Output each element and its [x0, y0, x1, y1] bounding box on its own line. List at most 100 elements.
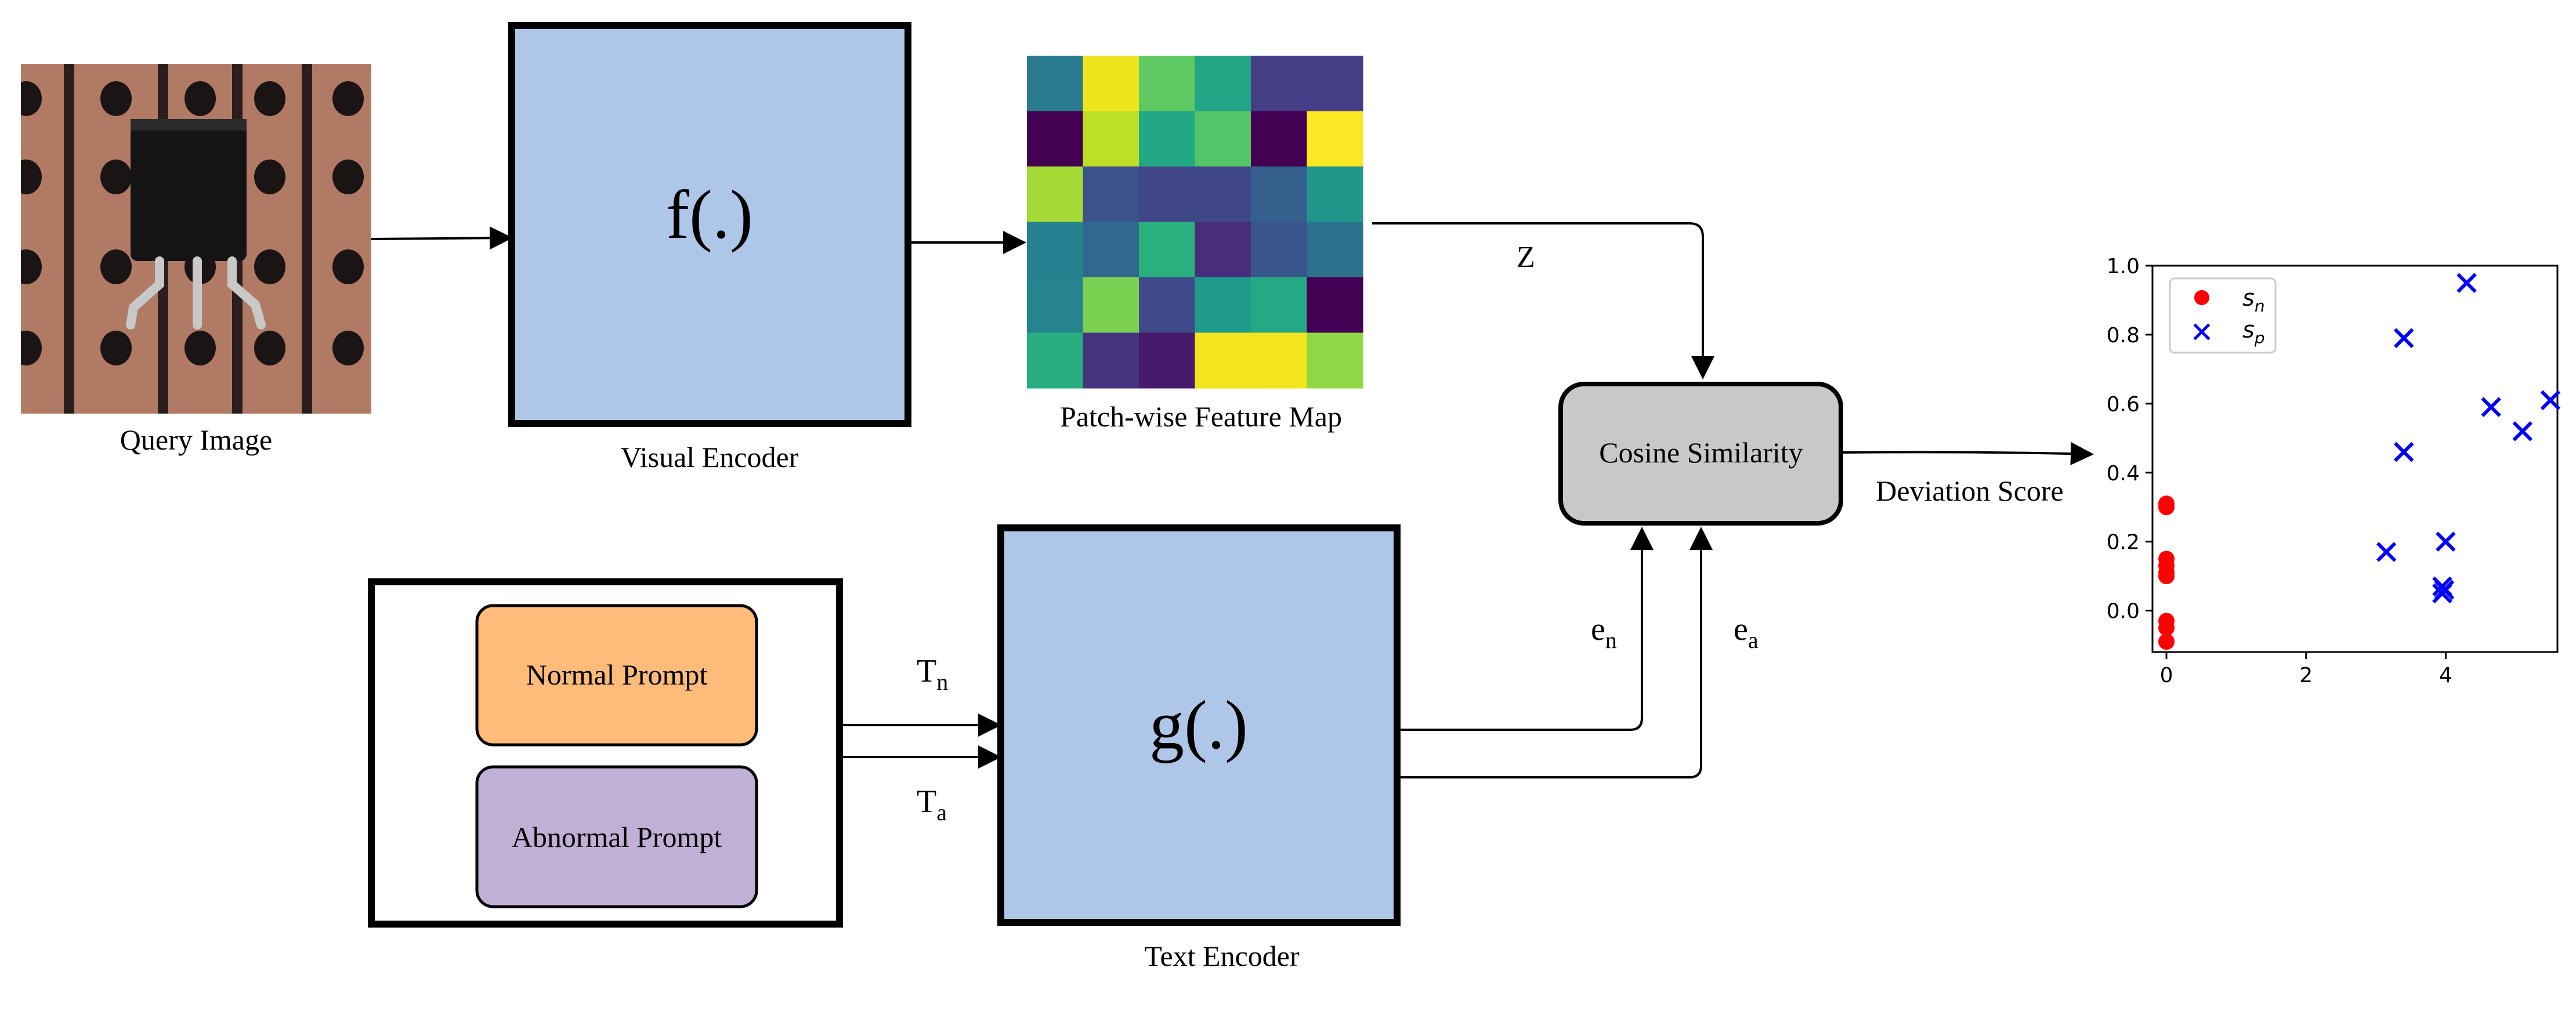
- board-hole-1-0: [21, 160, 42, 194]
- feature-cell-2-2: [1139, 166, 1196, 223]
- feature-cell-4-3: [1195, 277, 1251, 334]
- x-tick-label: 4: [2439, 664, 2452, 687]
- y-tick-label: 0.8: [2107, 324, 2140, 347]
- board-hole-3-1: [100, 331, 132, 365]
- arrow-en-to-cosine: [1397, 527, 1654, 731]
- point-s_p-1: [2393, 328, 2414, 349]
- point-s_n-8: [2158, 633, 2175, 650]
- legend-label-sn: sn: [2242, 285, 2265, 316]
- board-hole-3-3: [254, 331, 285, 365]
- abnormal-prompt-label: Abnormal Prompt: [512, 821, 722, 853]
- visual-encoder-box: [508, 22, 911, 427]
- feature-cell-3-3: [1195, 222, 1251, 278]
- feature-cell-1-4: [1251, 111, 1308, 167]
- z-label: Z: [1517, 241, 1535, 274]
- board-hole-0-4: [332, 81, 364, 116]
- point-s_p-6: [2436, 531, 2456, 552]
- board-hole-1-1: [100, 160, 132, 194]
- arrow-query-to-encoder: [371, 226, 513, 250]
- scatter-plot: 0 2 4 0.0 0.2 0.4 0.6 0.8 1.0 sn sp: [2107, 255, 2561, 687]
- cosine-similarity-box: [1558, 382, 1843, 526]
- legend-label-sp: sp: [2242, 317, 2265, 347]
- point-s_p-3: [2481, 397, 2501, 418]
- feature-cell-0-2: [1139, 56, 1196, 112]
- query-image-label: Query Image: [120, 423, 272, 456]
- plot-legend: sn sp: [2169, 277, 2277, 354]
- feature-cell-3-0: [1027, 222, 1084, 278]
- y-tick-label: 1.0: [2107, 255, 2140, 278]
- normal-prompt-label: Normal Prompt: [526, 658, 708, 691]
- transistor-body: [131, 119, 247, 261]
- board-hole-3-2: [184, 331, 216, 365]
- feature-map-label: Patch-wise Feature Map: [1060, 400, 1342, 433]
- text-encoder-function: g(.): [1149, 686, 1248, 763]
- board-hole-3-4: [332, 331, 364, 365]
- tn-label: Tn: [917, 653, 948, 695]
- legend-marker-sp: [2193, 323, 2210, 341]
- board-hole-2-0: [21, 249, 42, 284]
- feature-cell-4-0: [1027, 277, 1084, 334]
- plot-marks: [2158, 273, 2561, 650]
- feature-cell-3-4: [1251, 222, 1308, 278]
- feature-cell-3-5: [1307, 222, 1363, 278]
- feature-cell-5-1: [1083, 332, 1139, 389]
- feature-cell-5-3: [1195, 332, 1251, 389]
- point-s_p-0: [2456, 273, 2477, 293]
- feature-cell-5-2: [1139, 332, 1196, 389]
- feature-cell-0-0: [1027, 56, 1084, 112]
- feature-cell-4-4: [1251, 277, 1308, 334]
- board-hole-0-2: [184, 81, 216, 116]
- legend-marker-sn: [2194, 290, 2209, 305]
- text-encoder-box: [997, 524, 1401, 926]
- feature-cell-1-3: [1195, 111, 1251, 167]
- board-hole-2-3: [254, 249, 285, 284]
- x-tick-label: 2: [2299, 664, 2313, 687]
- normal-prompt-box: [475, 604, 758, 747]
- feature-cell-5-0: [1027, 332, 1084, 389]
- transistor-leads: [126, 256, 266, 329]
- board-hole-2-1: [100, 249, 132, 284]
- visual-encoder-function: f(.): [666, 176, 753, 253]
- feature-cell-0-1: [1083, 56, 1139, 112]
- y-tick-label: 0.2: [2107, 531, 2140, 555]
- ta-label: Ta: [917, 784, 947, 825]
- feature-cell-1-0: [1027, 111, 1084, 167]
- y-tick-label: 0.4: [2107, 462, 2140, 486]
- arrow-z-to-cosine: [1372, 222, 1714, 379]
- y-tick-label: 0.6: [2107, 393, 2140, 417]
- feature-cell-0-3: [1195, 56, 1251, 112]
- board-hole-1-4: [332, 160, 364, 194]
- feature-cell-1-5: [1307, 111, 1363, 167]
- board-hole-0-0: [21, 81, 42, 116]
- y-tick-label: 0.0: [2107, 600, 2140, 624]
- point-s_n-1: [2158, 499, 2175, 516]
- feature-cell-0-5: [1307, 56, 1363, 112]
- feature-cell-2-0: [1027, 166, 1084, 223]
- feature-cell-2-3: [1195, 166, 1251, 223]
- x-tick-label: 0: [2160, 664, 2173, 687]
- feature-cell-4-1: [1083, 277, 1139, 334]
- arrow-cosine-to-plot: [1840, 442, 2094, 466]
- point-s_p-5: [2393, 441, 2414, 462]
- point-s_p-2: [2540, 390, 2561, 411]
- cosine-similarity-label: Cosine Similarity: [1599, 436, 1803, 469]
- feature-cell-5-4: [1251, 332, 1308, 389]
- point-s_p-4: [2512, 421, 2533, 441]
- ea-label: ea: [1734, 611, 1759, 653]
- feature-cell-2-1: [1083, 166, 1139, 223]
- text-encoder-label: Text Encoder: [1144, 940, 1300, 972]
- board-hole-0-3: [254, 81, 285, 116]
- point-s_n-5: [2158, 568, 2175, 585]
- point-s_n-7: [2158, 620, 2175, 636]
- visual-encoder-label: Visual Encoder: [621, 441, 799, 473]
- feature-cell-2-5: [1307, 166, 1363, 223]
- board-hole-1-3: [254, 160, 285, 194]
- board-hole-0-1: [100, 81, 132, 116]
- en-label: en: [1591, 611, 1617, 653]
- feature-cell-1-2: [1139, 111, 1196, 167]
- feature-cell-2-4: [1251, 166, 1308, 223]
- plot-ticks: 0 2 4 0.0 0.2 0.4 0.6 0.8 1.0: [2107, 255, 2452, 687]
- feature-cell-5-5: [1307, 332, 1363, 389]
- feature-cell-3-1: [1083, 222, 1139, 278]
